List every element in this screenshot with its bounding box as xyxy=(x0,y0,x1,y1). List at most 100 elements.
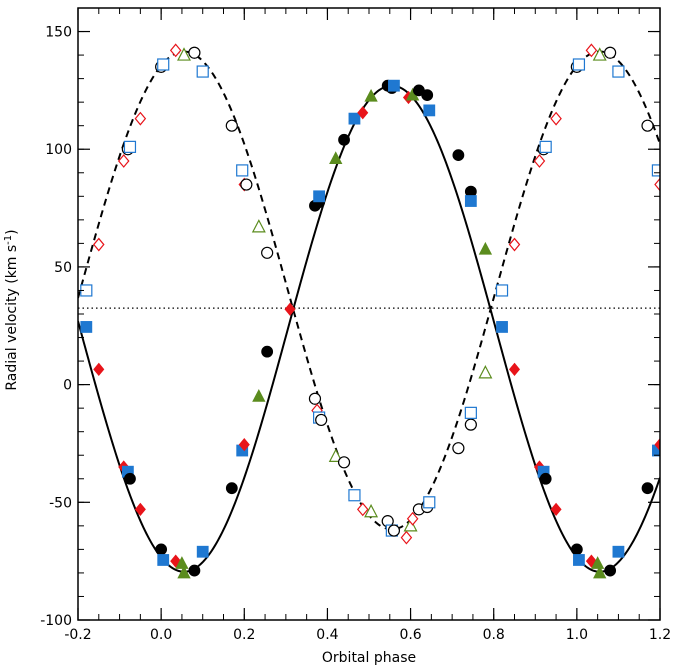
open-diamond-point xyxy=(400,530,413,545)
filled-circle-point xyxy=(188,564,201,577)
open-diamond-point xyxy=(356,502,369,517)
filled-triangle-point xyxy=(252,389,266,402)
x-tick-label: -0.2 xyxy=(64,627,91,643)
filled-square-point xyxy=(348,112,361,125)
open-diamond-point xyxy=(93,237,105,252)
open-diamond-point xyxy=(508,237,521,252)
filled-square-point xyxy=(573,554,585,566)
filled-triangle-point xyxy=(590,556,605,569)
open-diamond-point xyxy=(134,111,147,126)
filled-square-point xyxy=(313,190,326,203)
y-tick-label: 50 xyxy=(54,260,72,276)
open-circle-point xyxy=(188,46,201,59)
open-square-point xyxy=(236,164,249,177)
x-tick-label: 0.4 xyxy=(316,627,338,643)
x-tick-label: 0.0 xyxy=(150,627,172,643)
filled-triangle-point xyxy=(175,556,189,569)
open-square-point xyxy=(196,65,209,78)
x-tick-label: 0.8 xyxy=(483,627,505,643)
y-tick-label: 100 xyxy=(45,142,72,158)
open-circle-point xyxy=(452,442,465,455)
open-diamond-point xyxy=(406,511,419,526)
filled-circle-point xyxy=(452,149,465,162)
secondary-star-curve xyxy=(78,50,660,531)
filled-square-point xyxy=(157,554,170,566)
filled-diamond-point xyxy=(284,302,296,316)
open-square-point xyxy=(348,489,361,502)
x-tick-label: 1.0 xyxy=(566,627,588,643)
open-triangle-point xyxy=(364,503,379,518)
open-square-point xyxy=(464,406,477,419)
open-diamond-point xyxy=(654,177,660,192)
filled-square-point xyxy=(464,195,477,207)
open-circle-point xyxy=(641,119,654,132)
y-tick-label: -50 xyxy=(49,495,72,511)
primary-star-curve xyxy=(78,84,660,573)
filled-square-point xyxy=(423,104,436,117)
open-diamond-point xyxy=(533,154,546,168)
open-triangle-point xyxy=(478,365,493,379)
filled-diamond-point xyxy=(238,438,250,452)
filled-diamond-point xyxy=(550,502,562,516)
open-triangle-point xyxy=(328,448,343,463)
filled-square-point xyxy=(612,545,625,558)
x-tick-label: 1.2 xyxy=(649,627,671,643)
open-square-point xyxy=(495,284,509,297)
open-circle-point xyxy=(240,178,253,191)
open-circle-point xyxy=(387,524,401,537)
filled-triangle-point xyxy=(593,565,607,579)
x-tick-label: 0.6 xyxy=(399,627,421,643)
x-axis-label: Orbital phase xyxy=(322,650,416,666)
filled-circle-point xyxy=(539,472,552,485)
filled-triangle-point xyxy=(364,88,378,102)
open-diamond-point xyxy=(585,43,598,58)
open-triangle-point xyxy=(177,47,191,61)
filled-diamond-point xyxy=(654,438,660,452)
open-circle-point xyxy=(315,413,328,427)
open-circle-point xyxy=(464,418,477,431)
open-triangle-point xyxy=(251,219,266,233)
data-points xyxy=(80,43,660,579)
filled-circle-point xyxy=(641,482,654,495)
y-axis-label: Radial velocity (km s-1) xyxy=(3,229,21,390)
open-square-point xyxy=(157,58,170,71)
open-circle-point xyxy=(604,46,617,59)
open-square-point xyxy=(612,65,625,78)
open-square-point xyxy=(123,140,137,153)
filled-circle-point xyxy=(261,345,274,358)
open-diamond-point xyxy=(169,43,182,58)
open-diamond-point xyxy=(117,154,130,168)
filled-circle-point xyxy=(570,543,583,556)
filled-diamond-point xyxy=(93,362,105,376)
filled-circle-point xyxy=(124,472,136,485)
open-square-point xyxy=(651,164,660,177)
open-circle-point xyxy=(337,456,351,469)
open-triangle-point xyxy=(592,47,607,61)
filled-circle-point xyxy=(338,133,350,146)
open-square-point xyxy=(423,496,436,509)
filled-triangle-point xyxy=(478,241,493,255)
filled-triangle-point xyxy=(177,565,191,579)
open-square-point xyxy=(539,140,552,153)
y-tick-label: -100 xyxy=(40,613,72,629)
y-tick-label: 150 xyxy=(45,25,72,41)
filled-diamond-point xyxy=(357,106,369,120)
filled-square-point xyxy=(196,545,209,558)
open-triangle-point xyxy=(403,518,418,532)
filled-diamond-point xyxy=(134,502,146,516)
open-circle-point xyxy=(308,392,322,405)
x-tick-label: 0.2 xyxy=(233,627,255,643)
filled-triangle-point xyxy=(329,151,343,165)
filled-circle-point xyxy=(155,543,168,556)
open-circle-point xyxy=(261,246,274,259)
filled-circle-point xyxy=(421,89,434,101)
open-square-point xyxy=(572,58,586,71)
filled-square-point xyxy=(496,321,508,333)
open-circle-point xyxy=(225,119,238,132)
model-curves xyxy=(78,50,660,573)
filled-diamond-point xyxy=(508,362,521,376)
open-diamond-point xyxy=(550,111,562,126)
filled-circle-point xyxy=(604,564,617,577)
